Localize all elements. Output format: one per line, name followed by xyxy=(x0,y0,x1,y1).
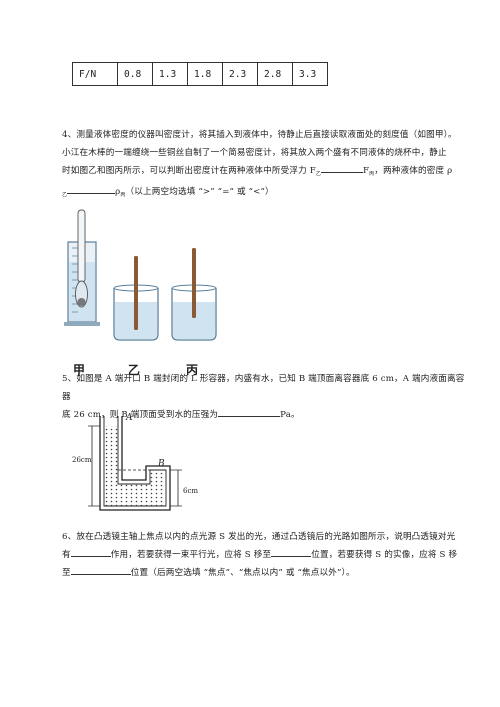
caption-bing: 丙 xyxy=(186,363,199,377)
question-4-line-1: 4、测量液体密度的仪器叫密度计，将其插入到液体中，待静止后直接读取液面处的刻度值… xyxy=(62,130,457,140)
beaker-bing-illustration xyxy=(171,248,217,341)
question-4: 4、测量液体密度的仪器叫密度计，将其插入到液体中，待静止后直接读取液面处的刻度值… xyxy=(62,126,467,204)
table-header-cell: F/N xyxy=(72,62,118,86)
beaker-yi-illustration xyxy=(113,256,159,341)
table-cell: 3.3 xyxy=(292,62,328,86)
question-5-line-1: 5、如图是 A 端开口 B 端封闭的 L 形容器，内盛有水，已知 B 端顶面离容… xyxy=(62,374,465,402)
question-5: 5、如图是 A 端开口 B 端封闭的 L 形容器，内盛有水，已知 B 端顶面离容… xyxy=(62,370,467,424)
question-6-line-3: 至位置（后两空选填 “焦点”、“焦点以内” 或 “焦点以外”）。 xyxy=(62,564,467,582)
table-cell: 1.8 xyxy=(187,62,223,86)
answer-blank[interactable] xyxy=(271,547,312,557)
table-cell: 0.8 xyxy=(117,62,153,86)
caption-jia: 甲 xyxy=(73,363,86,377)
dim-26cm: 26cm xyxy=(72,456,92,464)
label-a: A xyxy=(126,413,133,423)
table-cell: 1.3 xyxy=(152,62,188,86)
question-6-line-2: 有作用，若要获得一束平行光，应将 S 移至位置，若要获得 S 的实像，应将 S … xyxy=(62,546,467,564)
table-cell: 2.8 xyxy=(257,62,293,86)
graduated-cylinder-illustration xyxy=(64,209,100,326)
answer-blank[interactable] xyxy=(70,565,131,575)
answer-blank[interactable] xyxy=(218,407,281,417)
table-row: F/N 0.8 1.3 1.8 2.3 2.8 3.3 xyxy=(72,62,328,86)
question-4-line-2: 小江在木棒的一端缠绕一些铜丝自制了一个简易密度计，将其放入两个盛有不同液体的烧杯… xyxy=(62,148,447,158)
caption-yi: 乙 xyxy=(128,363,141,377)
answer-blank[interactable] xyxy=(70,547,111,557)
answer-blank[interactable] xyxy=(320,163,363,173)
question-6-line-1: 6、放在凸透镜主轴上焦点以内的点光源 S 发出的光，通过凸透镜后的光路如图所示，… xyxy=(62,532,456,542)
l-container-figure xyxy=(88,416,182,511)
dim-6cm: 6cm xyxy=(183,487,199,495)
question-6: 6、放在凸透镜主轴上焦点以内的点光源 S 发出的光，通过凸透镜后的光路如图所示，… xyxy=(62,528,467,582)
label-b: B xyxy=(158,459,165,469)
density-meter-figure xyxy=(64,209,217,341)
table-cell: 2.3 xyxy=(222,62,258,86)
answer-blank[interactable] xyxy=(67,184,116,194)
force-table: F/N 0.8 1.3 1.8 2.3 2.8 3.3 xyxy=(72,62,328,86)
